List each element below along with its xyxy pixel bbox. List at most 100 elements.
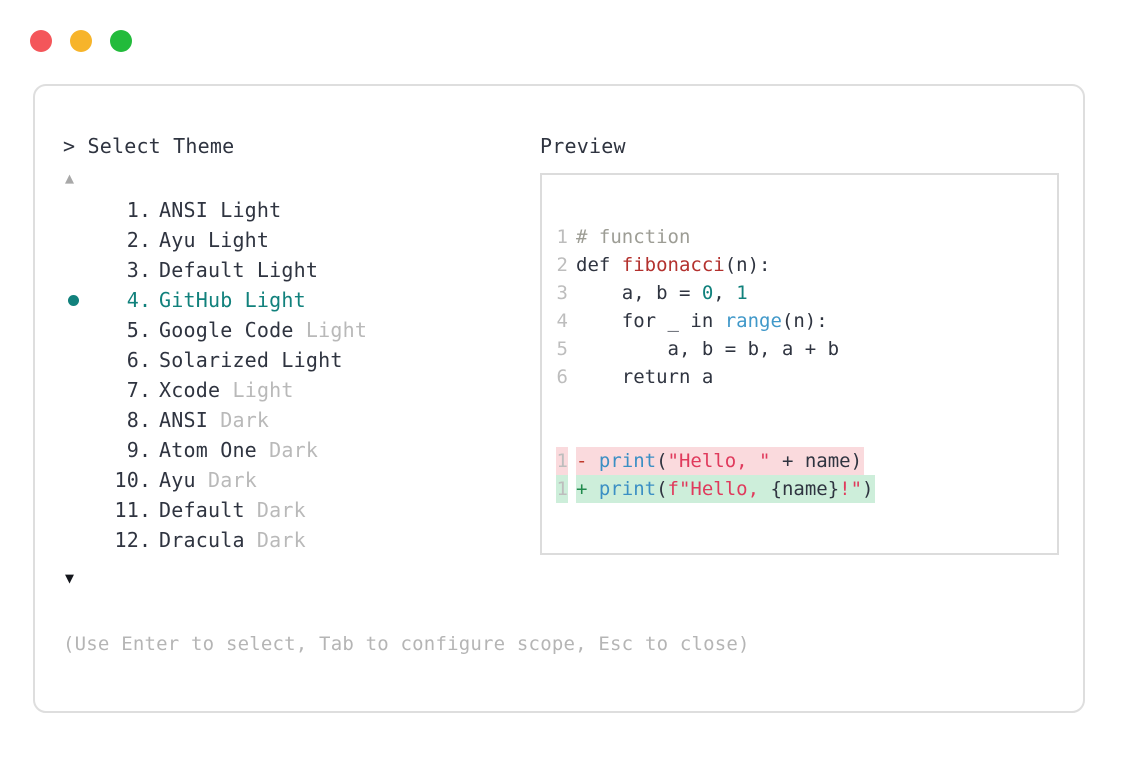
theme-item-name: Solarized Light <box>159 348 343 372</box>
code-line-number: 2 <box>556 254 568 276</box>
minimize-dot[interactable] <box>70 30 92 52</box>
diff-token: print <box>598 478 657 500</box>
theme-item-index-separator: . <box>139 498 164 522</box>
theme-item-index-separator: . <box>139 468 164 492</box>
theme-item-index: 3 <box>114 258 139 282</box>
diff-token: ( <box>656 478 668 500</box>
theme-item-index: 2 <box>114 228 139 252</box>
code-token: , <box>713 282 737 304</box>
diff-line-number: 1 <box>556 475 568 503</box>
diff-line-add: 1 + print(f"Hello, {name}!") <box>556 475 876 503</box>
theme-item-index-separator: . <box>139 438 164 462</box>
diff-token: !" <box>839 478 863 500</box>
diff-sample: 1- print("Hello, " + name)1+ print(f"Hel… <box>556 447 876 503</box>
code-token: a, b = b, a + b <box>576 338 840 360</box>
code-line: 5 a, b = b, a + b <box>556 335 840 363</box>
theme-item-name: GitHub Light <box>159 288 306 312</box>
theme-item-index-separator: . <box>139 318 164 342</box>
diff-token: f"Hello, <box>667 478 771 500</box>
selected-bullet-icon <box>68 295 79 306</box>
theme-item-index: 9 <box>114 438 139 462</box>
theme-item-index: 5 <box>114 318 139 342</box>
theme-item-variant-tag: Light <box>220 378 294 402</box>
diff-token: + name) <box>770 450 863 472</box>
diff-line-del: 1 - print("Hello, " + name) <box>556 447 875 475</box>
theme-item-variant-tag: Dark <box>207 408 270 432</box>
preview-label: Preview <box>540 134 626 158</box>
theme-item-name: ANSI <box>159 408 208 432</box>
theme-item-index: 6 <box>114 348 139 372</box>
code-token: range <box>724 310 782 332</box>
close-dot[interactable] <box>30 30 52 52</box>
theme-list-item[interactable]: 8. ANSI Dark <box>63 408 533 438</box>
theme-item-name: Xcode <box>159 378 221 402</box>
theme-list-item[interactable]: 2. Ayu Light <box>63 228 533 258</box>
diff-line-number: 1 <box>556 447 568 475</box>
theme-item-name: ANSI Light <box>159 198 282 222</box>
theme-item-index: 7 <box>114 378 139 402</box>
theme-list-item[interactable]: 7. Xcode Light <box>63 378 533 408</box>
theme-item-name: Default Light <box>159 258 319 282</box>
code-token: fibonacci <box>621 254 725 276</box>
diff-marker: + <box>576 478 599 500</box>
theme-list-item[interactable]: 11. Default Dark <box>63 498 533 528</box>
code-token: # function <box>576 226 691 248</box>
code-line: 1 # function <box>556 223 839 251</box>
code-line-number: 1 <box>556 226 568 248</box>
code-token: 1 <box>736 282 748 304</box>
code-token: for _ in <box>576 310 725 332</box>
theme-list-item[interactable]: 5. Google Code Light <box>63 318 533 348</box>
theme-item-index: 1 <box>114 198 139 222</box>
diff-token: "Hello, " <box>667 450 771 472</box>
theme-item-name: Atom One <box>159 438 257 462</box>
code-line-number: 4 <box>556 310 568 332</box>
theme-item-index: 12 <box>114 528 139 552</box>
theme-list-item[interactable]: 4. GitHub Light <box>63 288 533 318</box>
theme-list-item[interactable]: 6. Solarized Light <box>63 348 533 378</box>
code-line: 3 a, b = 0, 1 <box>556 279 839 307</box>
theme-list-item[interactable]: 1. ANSI Light <box>63 198 533 228</box>
theme-item-variant-tag: Dark <box>244 528 306 552</box>
diff-line-content: - print("Hello, " + name) <box>576 447 865 475</box>
theme-item-index-separator: . <box>139 348 164 372</box>
theme-item-index: 11 <box>114 498 139 522</box>
maximize-dot[interactable] <box>110 30 132 52</box>
code-token: 0 <box>701 282 714 304</box>
code-line-number: 5 <box>556 338 568 360</box>
theme-item-name: Ayu Light <box>159 228 270 252</box>
theme-item-index-separator: . <box>139 228 164 252</box>
theme-item-name: Google Code <box>159 318 294 342</box>
code-line-number: 6 <box>556 366 568 388</box>
window-controls <box>30 30 132 52</box>
theme-list-item[interactable]: 9. Atom One Dark <box>63 438 533 468</box>
theme-list-item[interactable]: 3. Default Light <box>63 258 533 288</box>
theme-item-index-separator: . <box>139 378 164 402</box>
theme-item-index-separator: . <box>139 258 164 282</box>
diff-marker: - <box>576 450 599 472</box>
theme-item-index-separator: . <box>139 408 164 432</box>
theme-item-index-separator: . <box>139 528 164 552</box>
theme-list-item[interactable]: 10. Ayu Dark <box>63 468 533 498</box>
diff-token: {name} <box>770 478 840 500</box>
theme-item-variant-tag: Dark <box>256 438 319 462</box>
code-token: a, b = <box>576 282 702 304</box>
theme-item-variant-tag: Dark <box>195 468 257 492</box>
prompt-label: > Select Theme <box>63 134 235 158</box>
diff-line-content: + print(f"Hello, {name}!") <box>576 475 876 503</box>
theme-item-index: 10 <box>114 468 139 492</box>
code-line-number: 3 <box>556 282 568 304</box>
theme-item-index: 4 <box>114 288 139 312</box>
theme-list-item[interactable]: 12. Dracula Dark <box>63 528 533 558</box>
theme-item-variant-tag: Light <box>293 318 368 342</box>
theme-item-name: Dracula <box>159 528 245 552</box>
theme-item-index-separator: . <box>139 288 164 312</box>
diff-token: print <box>598 450 657 472</box>
code-line: 4 for _ in range(n): <box>556 307 839 335</box>
scroll-up-icon[interactable]: ▲ <box>65 169 75 187</box>
scroll-down-icon[interactable]: ▼ <box>65 569 75 587</box>
theme-item-name: Ayu <box>159 468 196 492</box>
